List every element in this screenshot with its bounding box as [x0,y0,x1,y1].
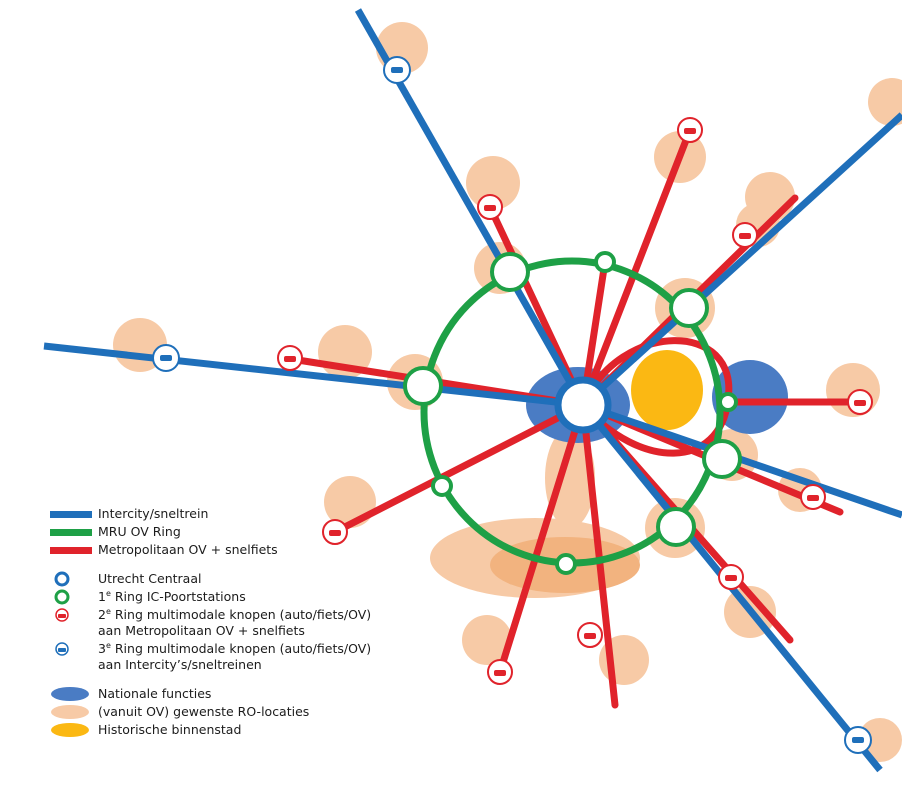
car-icon [484,205,496,211]
utrecht-centraal [554,376,612,434]
ic-poortstations [403,251,742,575]
legend-label: Metropolitaan OV + snelfiets [98,542,278,557]
red-knopen [277,117,873,685]
metropolitaan-line-icon [50,547,92,554]
intercity-line [43,342,584,409]
ro-locatie-area [462,615,512,665]
mru-ring-line-icon [50,529,92,536]
ic-poortstation [490,252,530,292]
historische-binnenstad-swatch [51,723,89,737]
car-icon [807,495,819,501]
legend-label: MRU OV Ring [98,524,181,539]
red-knopen-glyphs [284,128,866,676]
car-icon [854,400,866,406]
ro-locatie-area [868,78,902,126]
multimodal-hub-blue-icon [55,642,69,656]
utrecht-centraal-icon [54,571,70,587]
legend-label: Historische binnenstad [98,722,242,737]
ic-poortstation [403,366,443,406]
car-icon [739,233,751,239]
ic-poortstation [431,475,453,497]
ic-poortstation [594,251,616,273]
legend-label: 3e Ring multimodale knopen (auto/fiets/O… [98,640,372,672]
metro-line [579,126,694,409]
intercity-line [581,401,902,519]
ic-poortstation [656,507,696,547]
legend-label: (vanuit OV) gewenste RO-locaties [98,704,310,719]
train-icon [391,67,403,73]
metro-line [331,401,587,536]
legend-label: 1e Ring IC-Poortstations [98,588,246,604]
ic-poortstation [555,553,577,575]
car-icon [494,670,506,676]
legend-label: Intercity/sneltrein [98,506,209,521]
ic-poortstation [702,439,742,479]
nationale-functies-swatch [51,687,89,701]
ro-locatie-area [545,428,595,528]
ic-poortstation [669,288,709,328]
ic-poortstation [718,392,738,412]
car-icon [284,356,296,362]
ro-locatie-area [466,156,520,210]
intercity-line-icon [50,511,92,518]
multimodal-hub-red-icon [55,608,69,622]
metro-line [496,401,587,676]
car-icon [329,530,341,536]
intercity-line [580,112,902,408]
metro-line [579,401,619,709]
legend-label: Nationale functies [98,686,212,701]
legend-label: Utrecht Centraal [98,571,202,586]
legend-label: 2e Ring multimodale knopen (auto/fiets/O… [98,606,372,638]
train-icon [160,355,172,361]
ro-locaties-swatch [51,705,89,719]
ic-poortstation-icon [54,589,70,605]
historische-binnenstad [631,350,703,430]
blue-knopen-glyphs [160,67,864,743]
car-icon [584,633,596,639]
car-icon [725,575,737,581]
train-icon [852,737,864,743]
car-icon [684,128,696,134]
